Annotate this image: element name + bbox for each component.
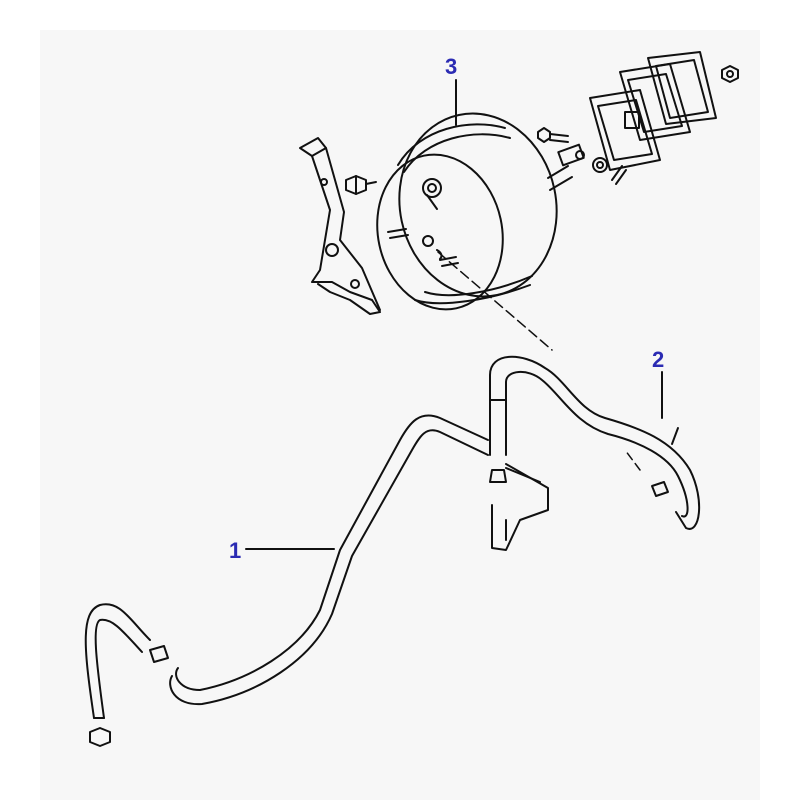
callout-1: 1	[229, 538, 242, 563]
brake-booster	[376, 112, 585, 311]
callout-3: 3	[445, 54, 458, 79]
callout-2: 2	[652, 347, 665, 372]
mounting-bracket	[299, 137, 381, 315]
diagram-backdrop	[40, 30, 760, 800]
vacuum-line-lower	[84, 414, 489, 747]
alignment-line	[437, 251, 553, 351]
vacuum-hose-upper	[489, 355, 701, 551]
bolt	[537, 127, 569, 143]
nut	[345, 175, 377, 195]
gasket-stack	[589, 51, 739, 185]
